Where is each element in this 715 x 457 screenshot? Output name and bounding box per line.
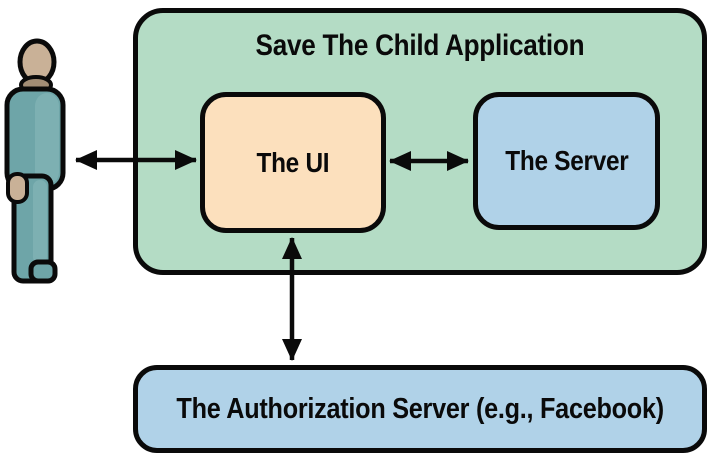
server-box: The Server	[473, 92, 660, 230]
ui-box: The UI	[200, 92, 386, 233]
authorization-server-box: The Authorization Server (e.g., Facebook…	[133, 365, 707, 453]
ui-box-label: The UI	[256, 146, 330, 178]
authorization-server-label: The Authorization Server (e.g., Facebook…	[176, 392, 664, 425]
person-icon	[4, 38, 66, 284]
server-box-label: The Server	[504, 145, 629, 176]
app-container-title: Save The Child Application	[255, 29, 585, 62]
